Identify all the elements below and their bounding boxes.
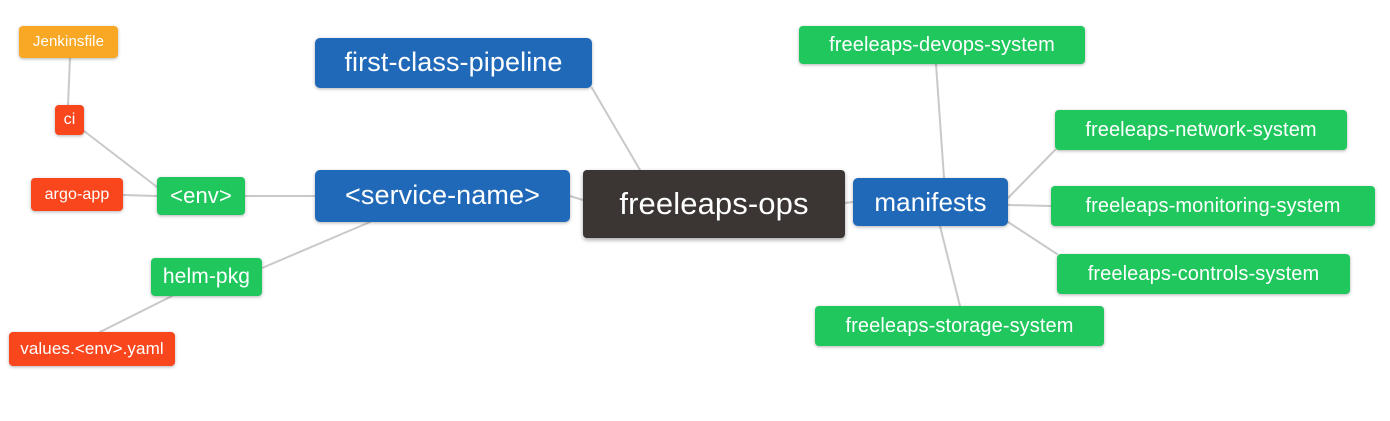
node-manifests[interactable]: manifests [853, 178, 1008, 226]
edge-service-name-to-helm-pkg [261, 221, 371, 269]
node-devops-system[interactable]: freeleaps-devops-system [799, 26, 1085, 64]
node-network-system[interactable]: freeleaps-network-system [1055, 110, 1347, 150]
edge-ci-to-jenkinsfile [67, 57, 71, 106]
node-values-yaml[interactable]: values.<env>.yaml [9, 332, 175, 366]
node-ci[interactable]: ci [55, 105, 84, 135]
edge-freeleaps-ops-to-manifests [844, 201, 854, 204]
edge-manifests-to-controls-system [1007, 221, 1058, 255]
node-first-class-pipeline[interactable]: first-class-pipeline [315, 38, 592, 88]
edge-manifests-to-monitoring-system [1007, 204, 1052, 207]
node-argo-app[interactable]: argo-app [31, 178, 123, 211]
node-freeleaps-ops[interactable]: freeleaps-ops [583, 170, 845, 238]
node-service-name[interactable]: <service-name> [315, 170, 570, 222]
edge-manifests-to-network-system [1007, 149, 1056, 199]
edge-manifests-to-devops-system [935, 63, 945, 179]
node-storage-system[interactable]: freeleaps-storage-system [815, 306, 1104, 346]
edge-freeleaps-ops-to-service-name [569, 195, 584, 201]
edge-env-to-argo-app [122, 194, 158, 197]
edge-freeleaps-ops-to-first-class-pipeline [591, 87, 641, 171]
node-monitoring-system[interactable]: freeleaps-monitoring-system [1051, 186, 1375, 226]
edge-manifests-to-storage-system [939, 225, 961, 307]
node-env[interactable]: <env> [157, 177, 245, 215]
node-controls-system[interactable]: freeleaps-controls-system [1057, 254, 1350, 294]
node-helm-pkg[interactable]: helm-pkg [151, 258, 262, 296]
node-jenkinsfile[interactable]: Jenkinsfile [19, 26, 118, 58]
edge-helm-pkg-to-values-yaml [99, 295, 173, 333]
